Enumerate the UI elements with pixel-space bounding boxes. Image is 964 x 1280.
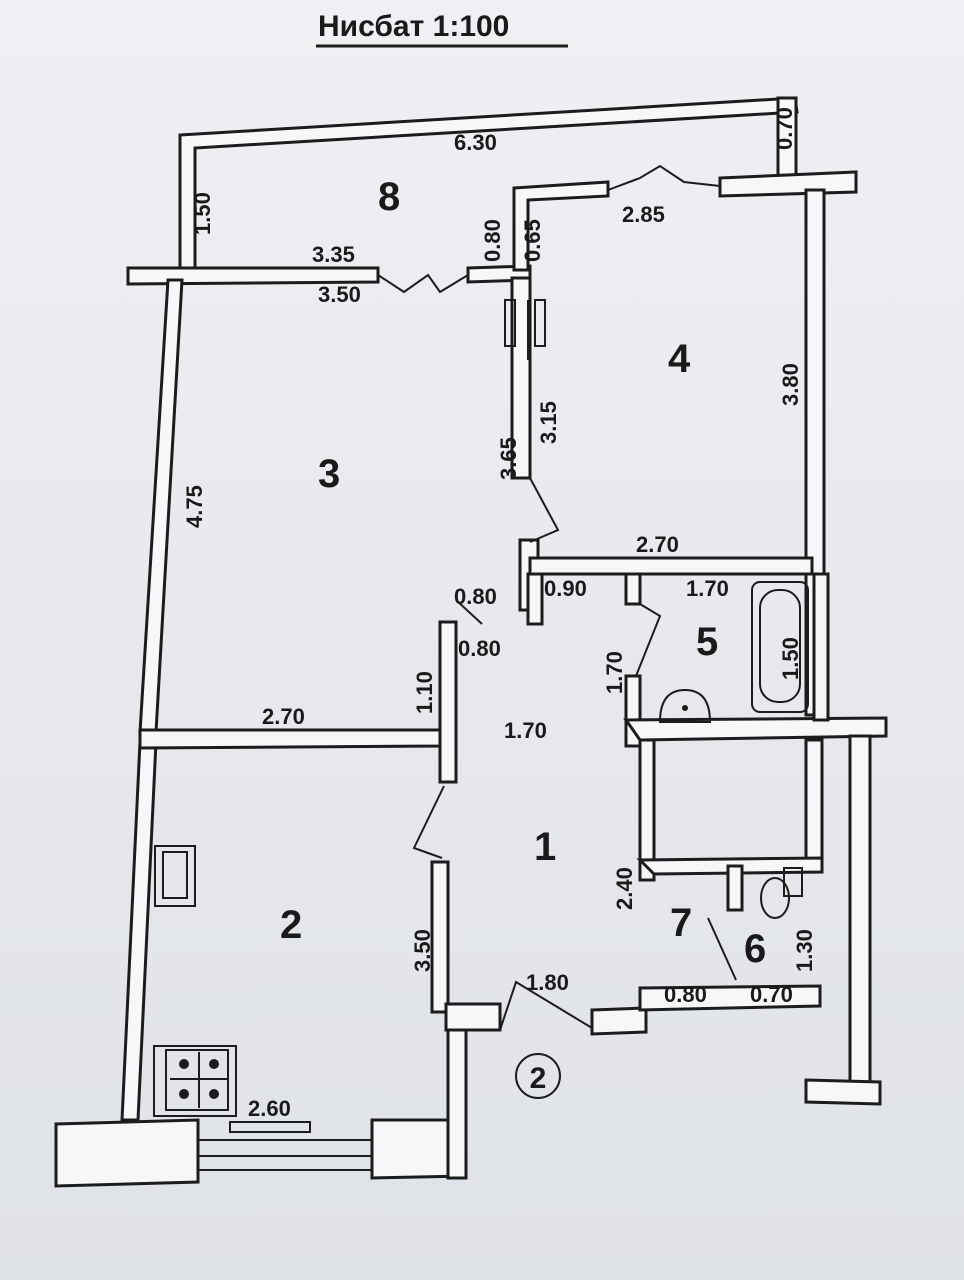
dim-label: 3.65 [496,437,521,480]
dim-label: 1.70 [602,651,627,694]
dim-label: 0.80 [480,219,505,262]
dim-label: 1.70 [504,718,547,743]
dim-label: 0.90 [544,576,587,601]
wall-room3-top [126,180,610,286]
dim-label: 0.65 [520,219,545,262]
dim-label: 1.50 [190,192,215,235]
hall-right-walls [636,734,882,1106]
entrance-number: 2 [530,1062,547,1095]
wall-hall-left-lower [430,860,450,1014]
wall-room4-bottom [528,556,814,576]
dim-label: 1.70 [686,576,729,601]
dim-label: 2.40 [612,867,637,910]
dim-label: 4.75 [182,485,207,528]
room-5-label: 5 [696,620,718,664]
dim-label: 1.30 [792,929,817,972]
dimension-labels: 6.30 0.70 1.50 0.80 0.65 2.85 3.35 3.50 … [182,107,817,1121]
wall-hall-left-upper [438,620,458,784]
plan-title: Нисбат 1:100 [318,10,509,43]
dim-label: 1.80 [526,970,569,995]
room-4-label: 4 [668,337,691,381]
dim-label: 1.10 [412,671,437,714]
kitchen-sink-icon [154,845,196,907]
entrance-marker [515,1053,561,1099]
sink-icon [658,688,712,723]
room-3-label: 3 [318,452,340,496]
wall-left [120,278,184,1122]
wall-room3-bottom [138,728,444,750]
room-7-label: 7 [670,901,692,945]
dim-label: 2.85 [622,202,665,227]
toilet-icon [760,867,803,919]
room-8-label: 8 [378,175,400,219]
dim-label: 3.50 [318,282,361,307]
dim-label: 3.50 [410,929,435,972]
bathroom-walls [526,572,888,748]
dim-label: 2.60 [248,1096,291,1121]
stove-icon [153,1045,237,1117]
dim-label: 0.70 [772,107,797,150]
dim-label: 0.80 [664,982,707,1007]
dim-label: 3.15 [536,401,561,444]
room-6-label: 6 [744,927,766,971]
dim-label: 6.30 [454,130,497,155]
dim-label: 3.80 [778,363,803,406]
dim-label: 1.50 [778,637,803,680]
dim-label: 0.80 [454,584,497,609]
dim-label: 2.70 [636,532,679,557]
dim-label: 3.35 [312,242,355,267]
dim-label: 2.70 [262,704,305,729]
doors [377,164,737,1031]
kitchen-bottom-wall [54,984,822,1188]
room-2-label: 2 [280,903,302,947]
dim-label: 0.70 [750,982,793,1007]
dim-label: 0.80 [458,636,501,661]
wall-room3-room4 [510,276,540,612]
room-1-label: 1 [534,825,556,869]
bathtub-icon [751,581,809,713]
